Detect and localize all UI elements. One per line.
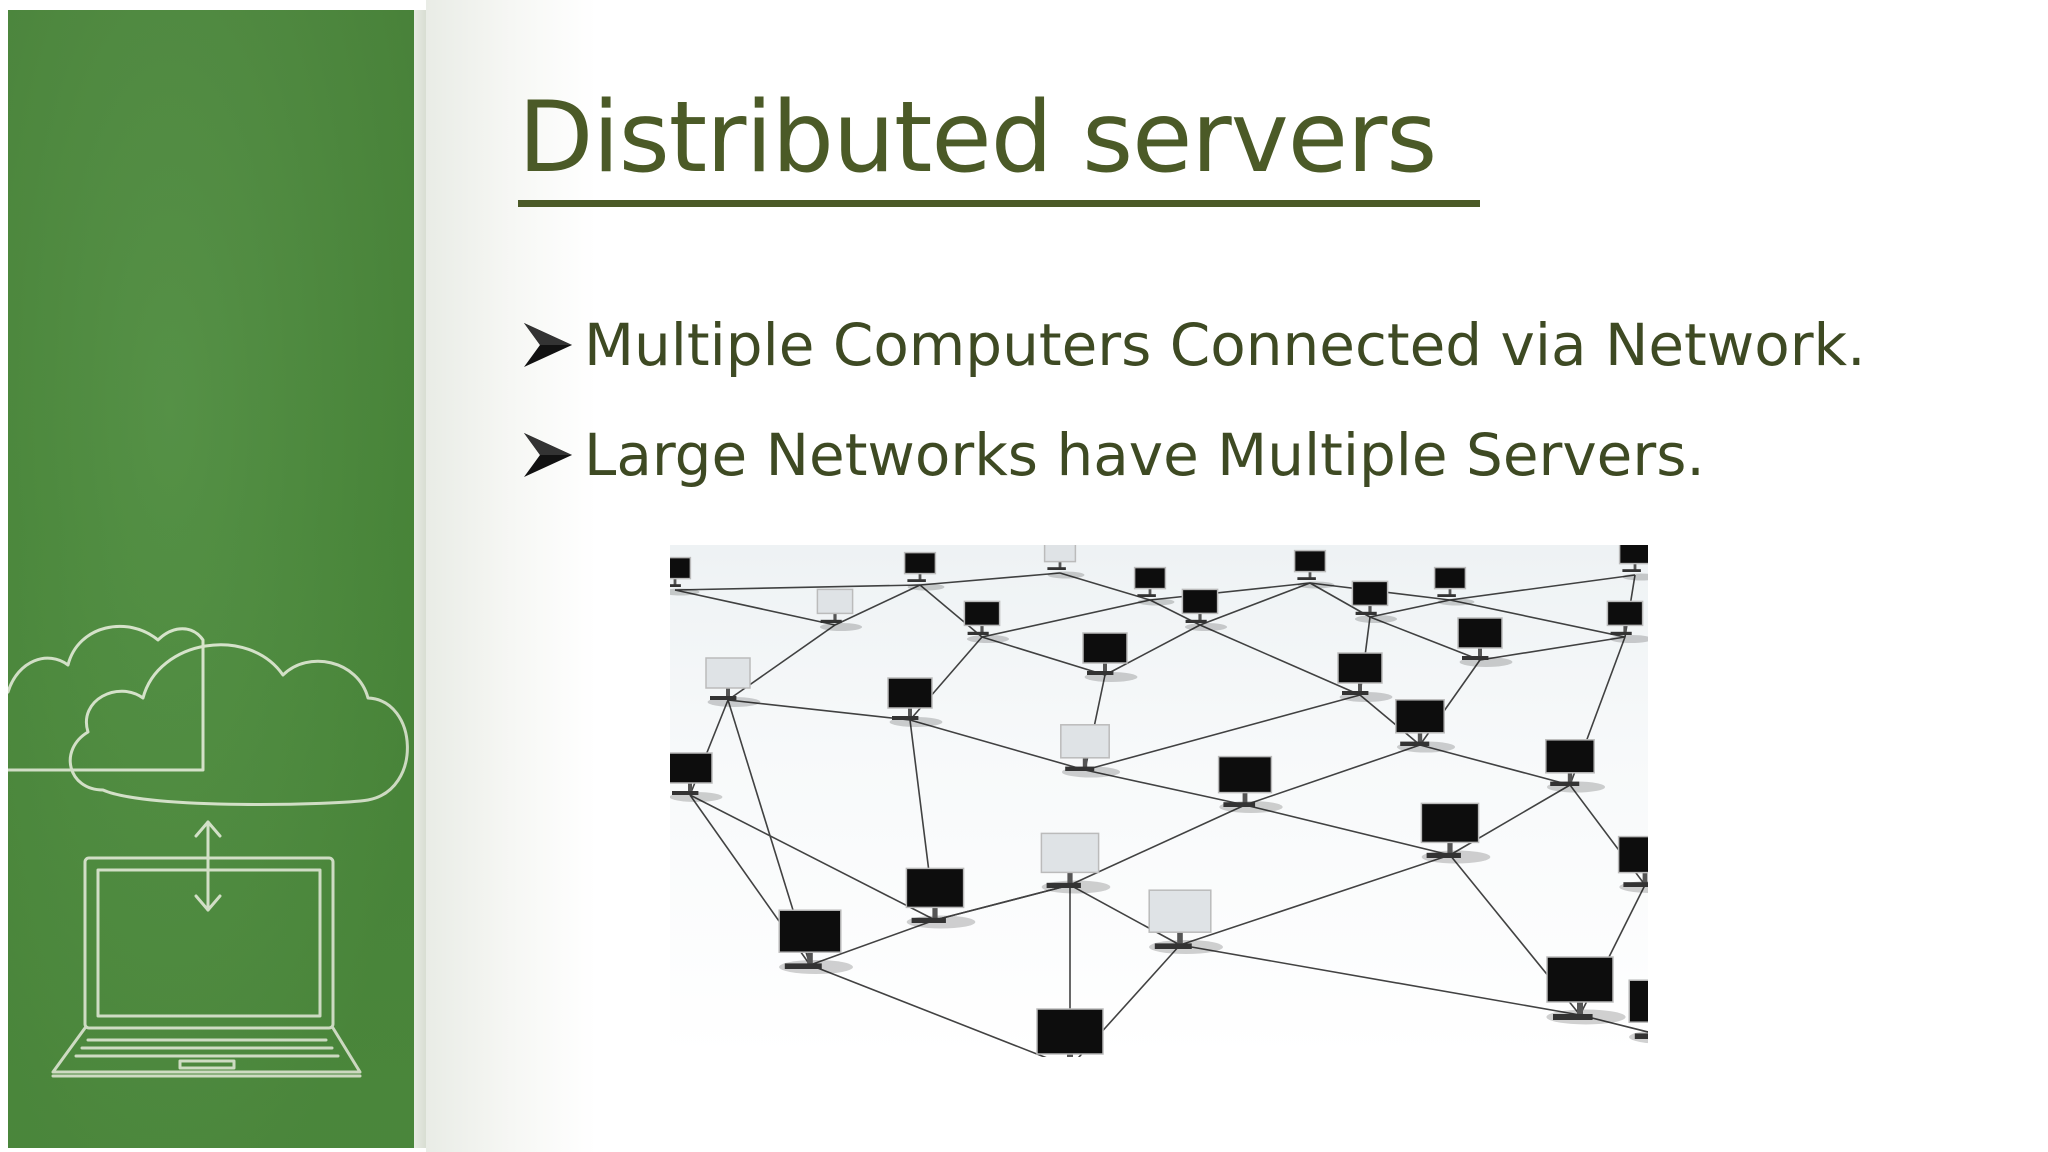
network-link [809,919,936,966]
computer-monitor-icon [1060,724,1121,778]
network-link [1104,624,1201,676]
computer-monitor-icon [1082,632,1138,682]
computer-monitor-icon [1351,580,1398,623]
network-link [1069,884,1181,946]
computer-monitor-icon [1433,566,1475,606]
network-link [1369,599,1451,618]
computer-monitor-icon [1395,699,1456,753]
network-link [834,584,921,626]
decorative-side-panel [8,10,414,1148]
computer-monitor-icon [1043,545,1085,579]
computer-monitor-icon [1606,600,1648,643]
network-link [809,964,1047,1057]
chalk-drawing [8,624,409,1078]
network-link [1449,599,1626,638]
network-link [1179,944,1581,1016]
computer-monitor-icon [1036,1008,1104,1057]
bullet-item: Multiple Computers Connected via Network… [520,290,1866,400]
network-illustration [670,545,1648,1057]
network-link [1449,574,1636,601]
network-link [919,584,983,638]
network-link [1369,616,1481,661]
computer-monitor-icon [963,600,1010,643]
network-link [919,572,1061,586]
computer-monitor-icon [905,867,976,929]
bullet-arrow-icon [524,433,572,477]
computer-monitor-icon [816,588,863,631]
computer-monitor-icon [1618,545,1648,581]
computer-monitor-icon [1293,549,1335,589]
network-photo [670,545,1648,1057]
computer-monitor-icon [1546,956,1626,1025]
network-link [1179,854,1451,946]
bullet-text: Multiple Computers Connected via Network… [584,311,1866,379]
network-link [981,636,1106,676]
network-link [1199,624,1361,696]
network-link [1059,572,1151,601]
bullet-text: Large Networks have Multiple Servers. [584,421,1705,489]
computer-monitor-icon [1217,755,1283,813]
network-link [934,884,1071,921]
computer-monitor-icon [1457,617,1513,667]
network-link [1084,694,1361,771]
computer-monitor-icon [1148,889,1223,954]
computer-monitor-icon [1337,652,1393,702]
computer-monitor-icon [670,556,700,596]
network-link [981,599,1151,638]
network-link [674,584,921,591]
computer-monitor-icon [1133,566,1175,606]
arrow-up-down-icon [194,820,222,912]
network-link [1479,636,1626,661]
computer-monitor-icon [1545,739,1606,793]
laptop-icon [51,856,362,1078]
computer-monitor-icon [887,677,943,727]
network-link [1579,1014,1648,1033]
computer-monitor-icon [1420,802,1491,864]
network-link [689,794,936,921]
cloud-icon [68,643,409,806]
network-link [1359,694,1421,746]
computer-monitor-icon [1628,979,1648,1044]
network-link [1149,582,1311,601]
cloud-icon [8,624,205,772]
computer-monitor-icon [705,657,761,707]
network-link [1449,784,1571,856]
title-underline [518,200,1480,207]
network-link [1309,582,1371,618]
computer-monitor-icon [670,752,723,802]
bullet-item: Large Networks have Multiple Servers. [520,400,1866,510]
bullet-arrow-icon [524,323,572,367]
network-link [1244,744,1421,806]
computer-monitor-icon [903,551,945,591]
network-link [1419,744,1571,786]
panel-fade [426,0,596,1152]
network-link [909,719,1086,771]
slide-title: Distributed servers [518,81,1437,195]
network-link [674,589,836,626]
panel-edge [414,10,426,1148]
network-link [1084,769,1246,806]
computer-monitor-icon [778,909,853,974]
computer-monitor-icon [1040,832,1111,894]
network-link [1199,582,1311,626]
network-link [1244,804,1451,856]
computer-monitor-icon [1617,835,1648,893]
computer-monitor-icon [1181,588,1228,631]
bullet-list: Multiple Computers Connected via Network… [520,290,1866,510]
network-link [727,699,911,721]
